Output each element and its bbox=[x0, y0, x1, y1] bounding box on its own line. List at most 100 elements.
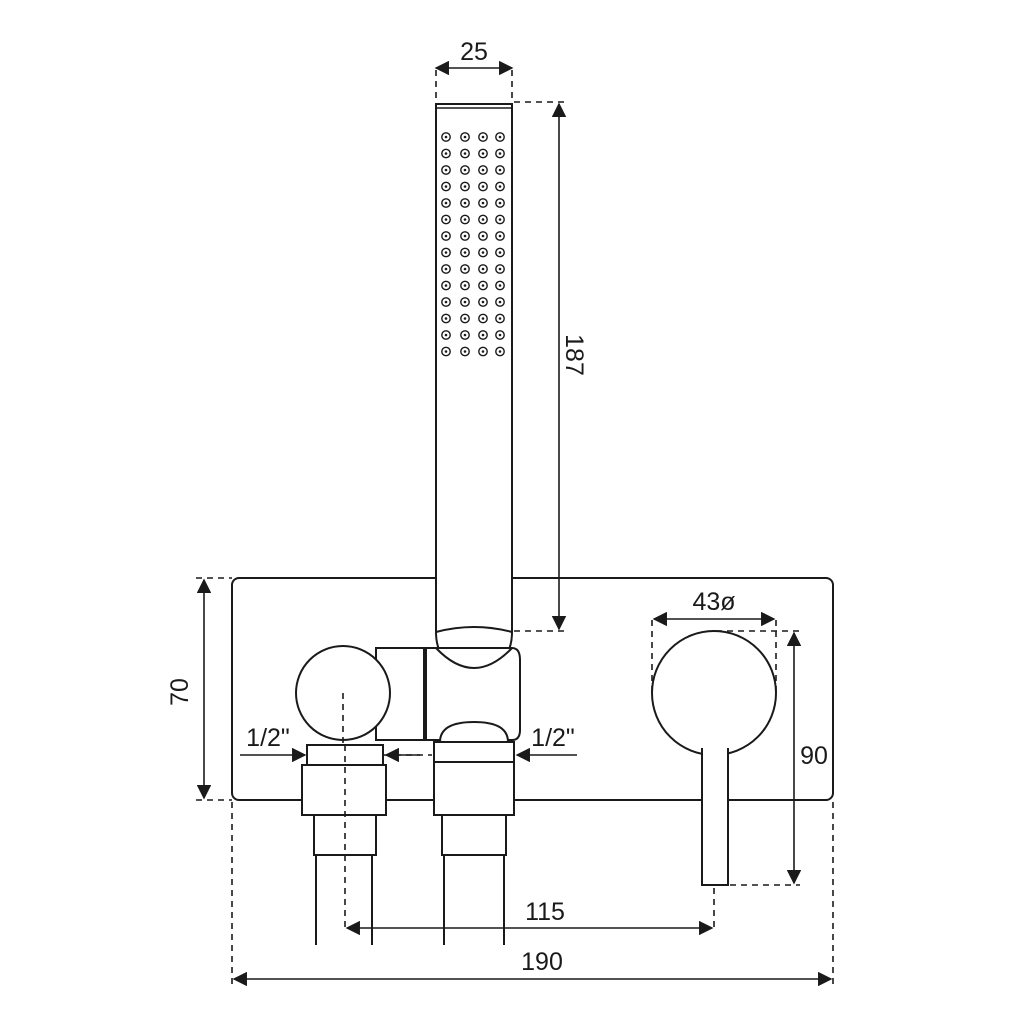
spray-nozzle bbox=[495, 165, 505, 175]
spray-nozzle bbox=[441, 313, 451, 324]
dim-right-thread: 1/2" bbox=[531, 724, 575, 752]
spray-nozzle bbox=[495, 181, 505, 192]
spray-nozzle-hole bbox=[463, 300, 467, 304]
wall-plate bbox=[231, 577, 834, 801]
spray-nozzle bbox=[478, 280, 488, 291]
spray-nozzle-hole bbox=[481, 201, 485, 205]
dim-lever-height: 90 bbox=[800, 742, 828, 770]
spray-nozzle bbox=[478, 231, 488, 241]
spray-nozzle bbox=[495, 132, 505, 142]
dim-handshower-length: 187 bbox=[560, 334, 588, 376]
spray-nozzle-hole bbox=[481, 218, 485, 221]
spray-nozzles bbox=[441, 132, 505, 357]
spray-nozzle-hole bbox=[444, 152, 448, 155]
spray-nozzle bbox=[441, 181, 451, 192]
dim-left-thread: 1/2" bbox=[246, 724, 290, 752]
spray-nozzle bbox=[495, 247, 505, 258]
spray-nozzle bbox=[441, 297, 451, 307]
spray-nozzle bbox=[495, 264, 505, 274]
spray-nozzle-hole bbox=[498, 267, 502, 271]
spray-nozzle-hole bbox=[444, 284, 448, 287]
spray-nozzle-hole bbox=[463, 284, 467, 287]
dim-center-distance: 115 bbox=[525, 898, 565, 926]
spray-nozzle bbox=[441, 165, 451, 175]
spray-nozzle bbox=[478, 148, 488, 159]
spray-nozzle bbox=[478, 247, 488, 258]
spray-nozzle bbox=[441, 247, 451, 258]
spray-nozzle-hole bbox=[481, 135, 485, 139]
shower-holder-bracket bbox=[375, 647, 521, 741]
spray-nozzle-hole bbox=[444, 251, 448, 254]
spray-nozzle bbox=[495, 231, 505, 241]
spray-nozzle bbox=[460, 346, 470, 357]
spray-nozzle bbox=[495, 280, 505, 291]
spray-nozzle bbox=[478, 214, 488, 225]
spray-nozzle-hole bbox=[444, 267, 448, 271]
spray-nozzle-hole bbox=[481, 234, 485, 238]
dim-lever-diameter: 43ø bbox=[692, 588, 735, 616]
spray-nozzle bbox=[460, 280, 470, 291]
spray-nozzle-hole bbox=[498, 350, 502, 353]
spray-nozzle-hole bbox=[463, 333, 467, 337]
spray-nozzle bbox=[478, 330, 488, 340]
spray-nozzle-hole bbox=[444, 234, 448, 238]
spray-nozzle-hole bbox=[481, 300, 485, 304]
spray-nozzle-hole bbox=[481, 267, 485, 271]
spray-nozzle bbox=[478, 346, 488, 357]
spray-nozzle-hole bbox=[498, 135, 502, 139]
spray-nozzle-hole bbox=[498, 168, 502, 172]
spray-nozzle-hole bbox=[463, 218, 467, 221]
dim-handshower-width: 25 bbox=[460, 38, 488, 66]
spray-nozzle bbox=[495, 214, 505, 225]
spray-nozzle-hole bbox=[444, 300, 448, 304]
spray-nozzle bbox=[460, 181, 470, 192]
spray-nozzle-hole bbox=[498, 152, 502, 155]
spray-nozzle-hole bbox=[498, 234, 502, 238]
spray-nozzle bbox=[478, 198, 488, 208]
spray-nozzle bbox=[495, 346, 505, 357]
spray-nozzle bbox=[441, 132, 451, 142]
left-hose-connector bbox=[301, 744, 387, 945]
spray-nozzle-hole bbox=[463, 350, 467, 353]
spray-nozzle bbox=[495, 148, 505, 159]
spray-nozzle bbox=[478, 132, 488, 142]
dim-plate-height: 70 bbox=[166, 678, 194, 706]
spray-nozzle bbox=[478, 165, 488, 175]
spray-nozzle-hole bbox=[463, 251, 467, 254]
spray-nozzle-hole bbox=[498, 284, 502, 287]
spray-nozzle bbox=[460, 198, 470, 208]
spray-nozzle bbox=[441, 231, 451, 241]
spray-nozzle bbox=[460, 214, 470, 225]
spray-nozzle-hole bbox=[463, 168, 467, 172]
spray-nozzle-hole bbox=[481, 152, 485, 155]
spray-nozzle-hole bbox=[481, 284, 485, 287]
hand-shower bbox=[435, 103, 513, 670]
dim-overall-width: 190 bbox=[521, 948, 563, 976]
spray-nozzle-hole bbox=[444, 185, 448, 188]
spray-nozzle bbox=[441, 264, 451, 274]
spray-nozzle-hole bbox=[463, 185, 467, 188]
spray-nozzle bbox=[478, 181, 488, 192]
spray-nozzle-hole bbox=[463, 152, 467, 155]
spray-nozzle bbox=[460, 297, 470, 307]
spray-nozzle bbox=[495, 330, 505, 340]
mixer-lever bbox=[651, 630, 777, 886]
spray-nozzle-hole bbox=[463, 234, 467, 238]
spray-nozzle bbox=[460, 148, 470, 159]
right-hose-connector bbox=[433, 720, 515, 945]
spray-nozzle bbox=[441, 148, 451, 159]
spray-nozzle bbox=[478, 264, 488, 274]
spray-nozzle bbox=[460, 264, 470, 274]
spray-nozzle-hole bbox=[498, 300, 502, 304]
spray-nozzle-hole bbox=[463, 201, 467, 205]
spray-nozzle-hole bbox=[444, 168, 448, 172]
spray-nozzle bbox=[460, 165, 470, 175]
spray-nozzle bbox=[460, 313, 470, 324]
spray-nozzle bbox=[495, 297, 505, 307]
spray-nozzle-hole bbox=[498, 317, 502, 320]
spray-nozzle-hole bbox=[444, 218, 448, 221]
spray-nozzle-hole bbox=[444, 201, 448, 205]
spray-nozzle-hole bbox=[481, 185, 485, 188]
spray-nozzle bbox=[495, 313, 505, 324]
spray-nozzle-hole bbox=[498, 333, 502, 337]
